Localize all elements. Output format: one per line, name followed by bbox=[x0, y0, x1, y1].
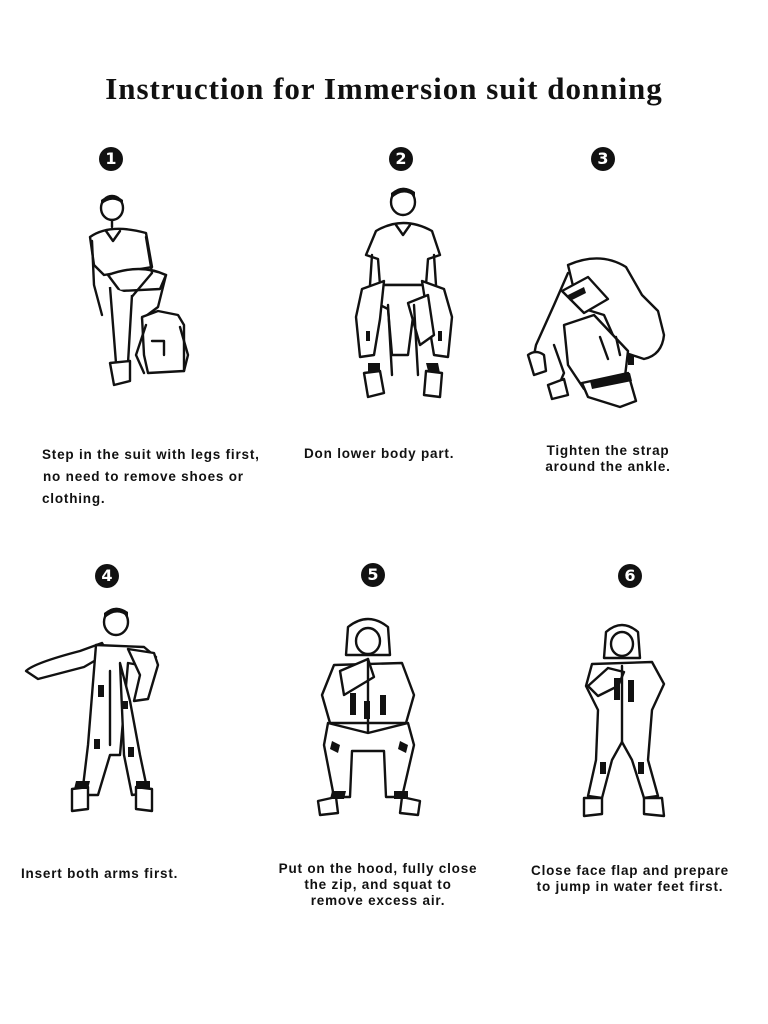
step-6-illustration bbox=[578, 620, 673, 820]
step-5-caption-line: the zip, and squat to bbox=[304, 877, 452, 892]
step-3-number-badge: 3 bbox=[591, 147, 615, 171]
page-title: Instruction for Immersion suit donning bbox=[105, 70, 663, 106]
step-2-number-badge: 2 bbox=[389, 147, 413, 171]
step-1-caption-line: no need to remove shoes or bbox=[43, 469, 244, 484]
step-1-illustration bbox=[80, 194, 200, 395]
step-5-caption-line: Put on the hood, fully close bbox=[278, 861, 478, 876]
step-6-caption: Close face flap and prepare to jump in w… bbox=[518, 863, 742, 895]
step-3-caption-line: around the ankle. bbox=[545, 459, 671, 474]
step-1-number-badge: 1 bbox=[99, 147, 123, 171]
step-5-caption: Put on the hood, fully close the zip, an… bbox=[268, 861, 488, 909]
step-6-caption-line: to jump in water feet first. bbox=[536, 879, 724, 894]
step-2-illustration bbox=[348, 185, 458, 410]
step-2-caption: Don lower body part. bbox=[304, 446, 454, 462]
step-4-caption: Insert both arms first. bbox=[21, 866, 178, 882]
step-1-caption-line: Step in the suit with legs first, bbox=[42, 447, 260, 462]
step-4-number-badge: 4 bbox=[95, 564, 119, 588]
step-5-caption-line: remove excess air. bbox=[310, 893, 446, 908]
step-1-caption-line: clothing. bbox=[42, 491, 106, 506]
step-3-illustration bbox=[524, 255, 669, 415]
step-4-caption-line: Insert both arms first. bbox=[21, 866, 179, 881]
step-6-number-badge: 6 bbox=[618, 564, 642, 588]
step-6-caption-line: Close face flap and prepare bbox=[531, 863, 729, 878]
step-5-illustration bbox=[310, 615, 430, 820]
step-3-caption: Tighten the strap around the ankle. bbox=[528, 443, 688, 475]
step-1-caption: Step in the suit with legs first, no nee… bbox=[42, 444, 260, 510]
step-3-caption-line: Tighten the strap bbox=[546, 443, 670, 458]
step-4-illustration bbox=[24, 605, 164, 815]
step-5-number-badge: 5 bbox=[361, 563, 385, 587]
step-2-caption-line: Don lower body part. bbox=[304, 446, 455, 461]
